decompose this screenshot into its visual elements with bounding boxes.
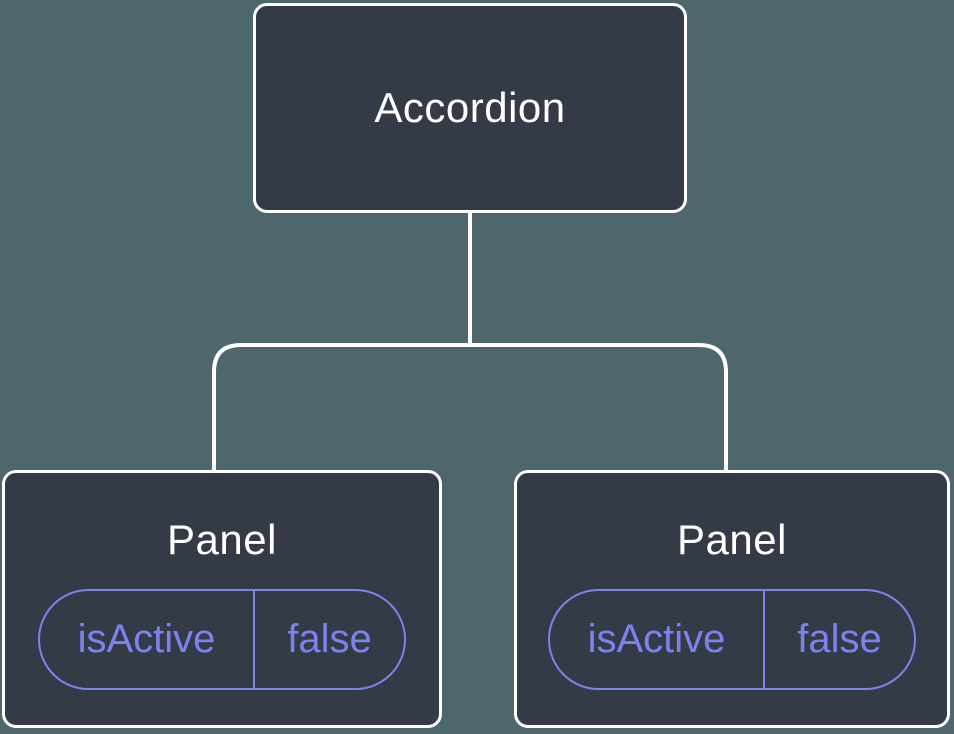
node-label: Panel <box>677 516 787 563</box>
component-node-panel-right: Panel isActive false <box>514 470 950 728</box>
state-value: false <box>252 591 404 688</box>
state-key: isActive <box>77 617 216 661</box>
component-node-panel-left: Panel isActive false <box>2 470 442 728</box>
state-pill: isActive false <box>38 589 406 690</box>
node-label: Accordion <box>374 84 566 131</box>
state-key: isActive <box>587 617 726 661</box>
state-value: false <box>762 591 914 688</box>
component-node-accordion: Accordion <box>253 3 687 213</box>
node-label: Panel <box>167 516 277 563</box>
branch-bracket-line <box>212 343 728 470</box>
state-pill: isActive false <box>548 589 916 690</box>
